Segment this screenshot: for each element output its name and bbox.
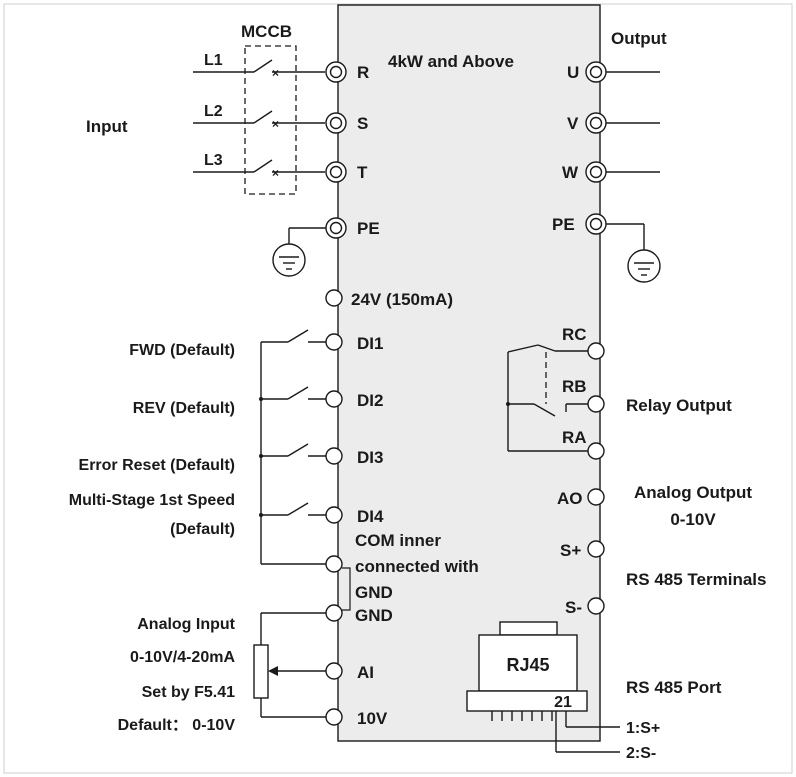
l2-label: L2 [204, 103, 223, 120]
outer-frame [3, 3, 793, 774]
mccb-box [244, 45, 297, 195]
s-plus-label: S+ [560, 541, 581, 560]
rj45-connector [466, 621, 620, 753]
terminal-di1 [325, 333, 343, 351]
mccb-label: MCCB [241, 22, 292, 41]
relay-wiring [506, 344, 588, 452]
s-label: S [357, 114, 368, 133]
terminal-rb [587, 395, 605, 413]
terminal-com [325, 555, 343, 573]
terminal-ao [587, 488, 605, 506]
analog-output-line1: Analog Output [634, 483, 752, 502]
svg-text:×: × [272, 166, 279, 180]
terminal-t [325, 161, 347, 183]
terminal-di2 [325, 390, 343, 408]
terminal-s-plus [587, 540, 605, 558]
s-minus-label: S- [565, 598, 582, 617]
terminal-u [585, 61, 607, 83]
r-label: R [357, 63, 369, 82]
ground-right-icon [606, 223, 661, 283]
l1-label: L1 [204, 52, 223, 69]
di2-label: DI2 [357, 391, 383, 410]
analog-output-line2: 0-10V [670, 510, 716, 529]
l3-label: L3 [204, 152, 223, 169]
ao-label: AO [557, 489, 583, 508]
terminal-rc [587, 342, 605, 360]
di-wiring [259, 329, 326, 565]
terminal-gnd [325, 604, 343, 622]
potentiometer-icon [253, 612, 326, 718]
ground-left-icon [272, 227, 326, 277]
terminal-s [325, 112, 347, 134]
di1-label: DI1 [357, 334, 383, 353]
ten-v-label: 10V [357, 709, 388, 728]
input-line-l3: × [193, 159, 325, 180]
ra-label: RA [562, 428, 587, 447]
rj45-label: RJ45 [506, 655, 549, 675]
pin1-label: 1:S+ [626, 720, 660, 737]
input-line-l1: × [193, 59, 325, 80]
rc-label: RC [562, 325, 587, 344]
drive-body [337, 4, 601, 742]
terminal-24v [325, 289, 343, 307]
rev-function: REV (Default) [133, 400, 235, 417]
v-label: V [567, 114, 579, 133]
pe-left-label: PE [357, 219, 380, 238]
pin2-label: 2:S- [626, 745, 656, 762]
pe-right-label: PE [552, 215, 575, 234]
com-label-line2: connected with [355, 557, 479, 576]
di3-label: DI3 [357, 448, 383, 467]
terminal-pe-left [325, 217, 347, 239]
terminal-pe-right [585, 213, 607, 235]
terminal-v [585, 112, 607, 134]
analog-input-line4: Default： 0-10V [118, 717, 236, 734]
rj45-pin-numbers: 21 [554, 694, 572, 711]
t-label: T [357, 163, 368, 182]
terminal-di4 [325, 506, 343, 524]
com-gnd-link [342, 567, 351, 611]
input-label: Input [86, 117, 128, 136]
com-label-line3: GND [355, 583, 393, 602]
error-reset-function: Error Reset (Default) [79, 457, 235, 474]
com-label-line1: COM inner [355, 531, 441, 550]
svg-text:×: × [272, 66, 279, 80]
drive-title: 4kW and Above [388, 52, 514, 71]
terminal-ra [587, 442, 605, 460]
analog-input-line3: Set by F5.41 [142, 684, 235, 701]
supply-24v-label: 24V (150mA) [351, 290, 453, 309]
rs485-port-label: RS 485 Port [626, 678, 722, 697]
terminal-ai [325, 662, 343, 680]
rb-label: RB [562, 377, 587, 396]
terminal-s-minus [587, 597, 605, 615]
gnd-label: GND [355, 606, 393, 625]
multistage-function-line2: (Default) [170, 521, 235, 538]
w-label: W [562, 163, 579, 182]
relay-output-label: Relay Output [626, 396, 732, 415]
input-line-l2: × [193, 110, 325, 131]
di4-label: DI4 [357, 507, 384, 526]
terminal-10v [325, 708, 343, 726]
svg-text:×: × [272, 117, 279, 131]
output-label: Output [611, 29, 667, 48]
ai-label: AI [357, 663, 374, 682]
multistage-function-line1: Multi-Stage 1st Speed [69, 492, 235, 509]
u-label: U [567, 63, 579, 82]
terminal-w [585, 161, 607, 183]
terminal-r [325, 61, 347, 83]
analog-input-line1: Analog Input [137, 616, 235, 633]
fwd-function: FWD (Default) [129, 342, 235, 359]
analog-input-line2: 0-10V/4-20mA [130, 649, 235, 666]
terminal-di3 [325, 447, 343, 465]
rs485-terminals-label: RS 485 Terminals [626, 570, 766, 589]
